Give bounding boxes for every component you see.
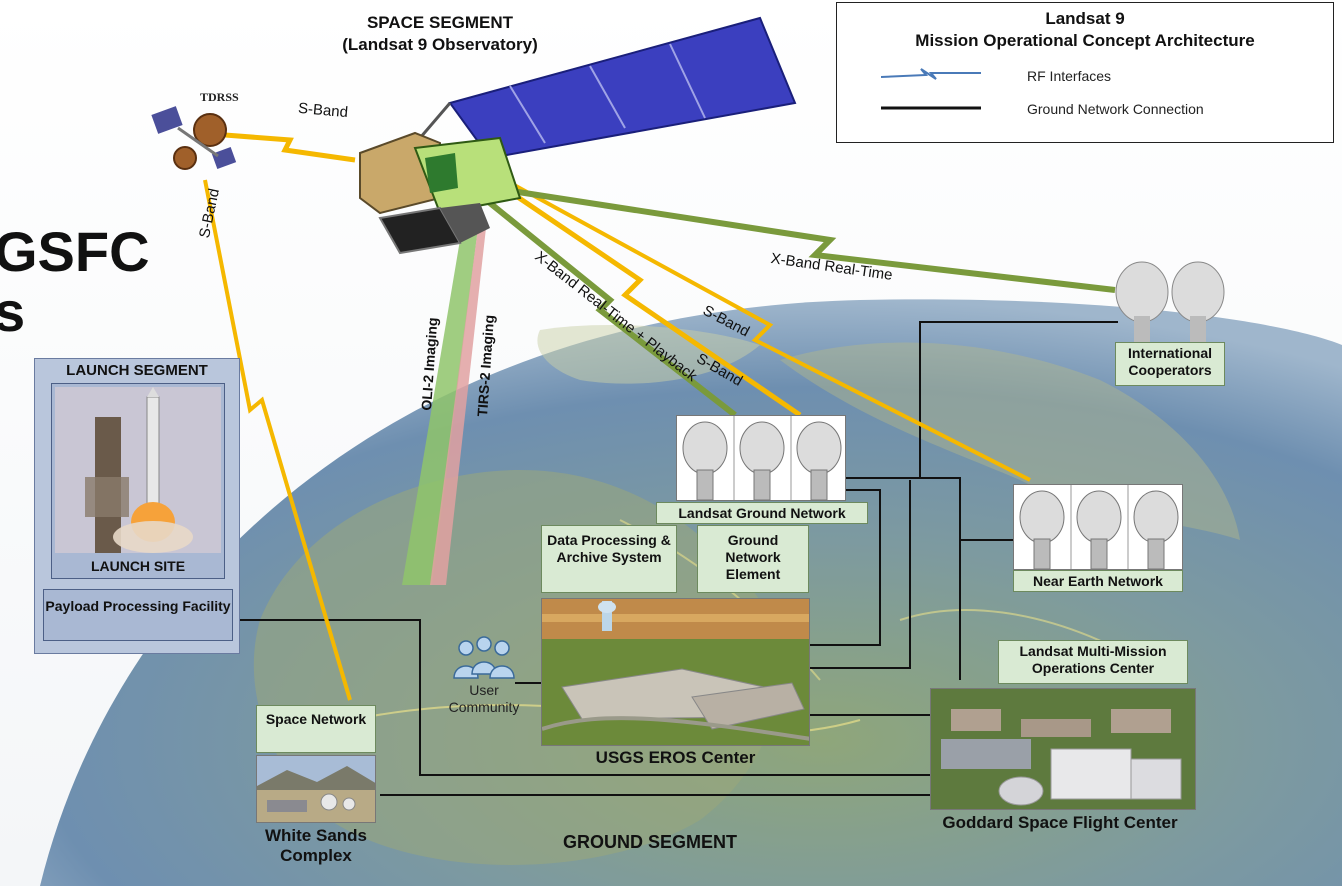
space-network-label: Space Network [256,705,376,753]
space-segment-title: SPACE SEGMENT (Landsat 9 Observatory) [290,12,590,56]
oli-beam [402,228,478,585]
lgn-dish-icons [682,416,842,500]
goddard-photo [930,688,1196,810]
eros-photo-art [542,599,809,745]
tirs-beam [430,228,486,585]
landsat-ground-network-label: Landsat Ground Network [656,502,868,524]
lmoc-label: Landsat Multi-Mission Operations Center [998,640,1188,684]
legend-rf-label: RF Interfaces [1027,68,1112,84]
partial-heading: GSFC s [0,222,150,342]
eros-caption: USGS EROS Center [595,748,756,767]
partial-heading-line2: s [0,280,26,343]
ground-segment-title: GROUND SEGMENT [562,832,737,852]
payload-processing-box: Payload Processing Facility [43,589,233,641]
dpas-label: Data Processing & Archive System [541,525,677,593]
rf-sband-nen [504,178,1031,482]
international-cooperators-label: International Cooperators [1115,342,1225,386]
user-community-label: User Community [448,682,520,715]
partial-heading-line1: GSFC [0,220,150,283]
launch-segment-title: LAUNCH SEGMENT [66,362,208,379]
tdrss-label: TDRSS [200,90,239,104]
space-segment-subtitle: (Landsat 9 Observatory) [342,35,538,54]
rf-tdrss-sat [224,132,356,163]
legend-ground-label: Ground Network Connection [1027,101,1204,117]
launch-photo [55,387,221,553]
rf-tdrss-ground [203,179,352,701]
rf-xband-lgn [478,192,737,418]
ground-connection-swatch [881,106,981,110]
intl-dish-icon [1115,261,1225,346]
launch-site-box: LAUNCH SITE [51,383,225,579]
lgn-dishes [676,415,846,501]
legend-title-line1: Landsat 9 [1045,9,1125,28]
white-sands-photo [256,755,376,823]
gne-label: Ground Network Element [697,525,809,593]
near-earth-network-label: Near Earth Network [1013,570,1183,592]
white-sands-art [257,756,375,822]
goddard-photo-art [931,689,1195,809]
launch-segment-panel: LAUNCH SEGMENT LAUNCH SITE Payload Proce… [34,358,240,654]
rf-xband-intl [504,187,1116,293]
space-segment-heading: SPACE SEGMENT [366,13,514,32]
goddard-caption: Goddard Space Flight Center [942,813,1178,832]
rf-sband-lgn [498,182,802,418]
user-community-icon [453,636,515,679]
rf-interface-swatch [881,68,981,80]
legend-title-line2: Mission Operational Concept Architecture [915,31,1255,50]
landsat9-satellite [359,16,797,255]
legend-box: Landsat 9 Mission Operational Concept Ar… [836,2,1334,143]
eros-photo [541,598,810,746]
ground-connections [238,321,1118,796]
launch-site-label: LAUNCH SITE [90,558,186,574]
tdrss-satellite [151,106,237,170]
white-sands-caption: White Sands Complex [264,826,367,865]
nen-dishes [1013,484,1183,570]
nen-dish-icons [1019,485,1179,569]
